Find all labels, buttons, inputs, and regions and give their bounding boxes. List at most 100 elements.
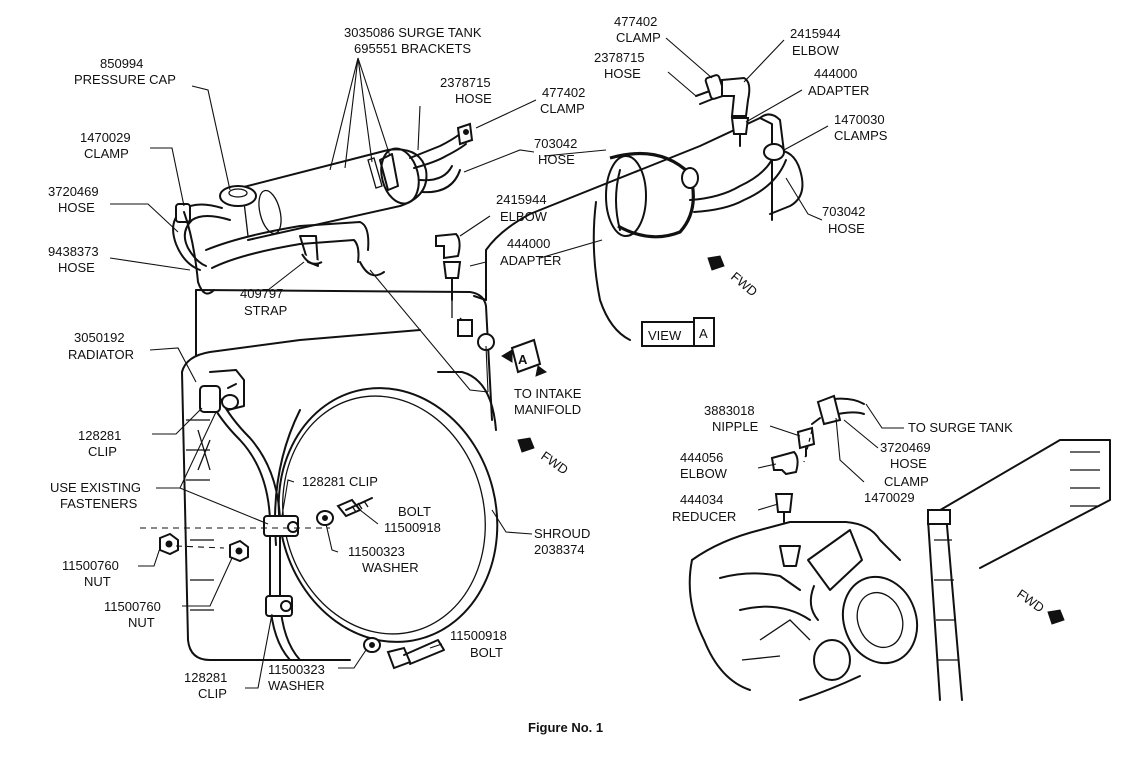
clip-128281-upper-left bbox=[199, 385, 239, 413]
label-brackets: 695551 BRACKETS bbox=[354, 41, 471, 56]
label-elbow-444056-num: 444056 bbox=[680, 450, 723, 465]
label-clamp-1470029-right-2: 1470029 bbox=[864, 490, 915, 505]
view-box-text: VIEW bbox=[648, 328, 682, 343]
label-clamp-477402-top: CLAMP bbox=[616, 30, 661, 45]
label-shroud-1: SHROUD bbox=[534, 526, 590, 541]
elbow-444056 bbox=[770, 450, 799, 476]
label-reducer: REDUCER bbox=[672, 509, 736, 524]
label-adapter-444000-top: ADAPTER bbox=[808, 83, 869, 98]
label-hose-2378715-top-num: 2378715 bbox=[594, 50, 645, 65]
radiator bbox=[181, 289, 493, 661]
clamps-1470030 bbox=[681, 143, 785, 189]
view-box-letter: A bbox=[699, 326, 708, 341]
label-clamps-1470030-num: 1470030 bbox=[834, 112, 885, 127]
view-a-radiator bbox=[927, 439, 1111, 701]
label-elbow-2415944-mid-num: 2415944 bbox=[496, 192, 547, 207]
hose-2378715-left bbox=[409, 133, 467, 194]
label-elbow-444056: ELBOW bbox=[680, 466, 728, 481]
label-elbow-2415944-mid: ELBOW bbox=[500, 209, 548, 224]
label-clamp-1470029-num: 1470029 bbox=[80, 130, 131, 145]
label-bolt-lower-num: 11500918 bbox=[450, 628, 507, 643]
label-strap-num: 409797 bbox=[240, 286, 283, 301]
reducer-444034 bbox=[774, 493, 801, 567]
label-clamp-1470029: CLAMP bbox=[84, 146, 129, 161]
label-clamps-1470030: CLAMPS bbox=[834, 128, 888, 143]
label-elbow-2415944-top-num: 2415944 bbox=[790, 26, 841, 41]
label-radiator-num: 3050192 bbox=[74, 330, 125, 345]
label-nut-lower: NUT bbox=[128, 615, 155, 630]
fwd-label-3: FWD bbox=[1014, 586, 1047, 615]
label-intake-manifold-2: MANIFOLD bbox=[514, 402, 581, 417]
labels: 3035086 SURGE TANK 695551 BRACKETS 85099… bbox=[48, 14, 1047, 735]
label-hose-9438373-num: 9438373 bbox=[48, 244, 99, 259]
label-hose-703042-right-num: 703042 bbox=[822, 204, 865, 219]
label-surge-tank: 3035086 SURGE TANK bbox=[344, 25, 482, 40]
label-strap: STRAP bbox=[244, 303, 287, 318]
label-use-existing-2: FASTENERS bbox=[60, 496, 138, 511]
label-hose-703042-upper: HOSE bbox=[538, 152, 575, 167]
label-clip-128281-left: CLIP bbox=[88, 444, 117, 459]
label-hose-3720469: HOSE bbox=[58, 200, 95, 215]
label-nut-lower-num: 11500760 bbox=[104, 599, 161, 614]
fwd-arrow-3 bbox=[1047, 609, 1065, 625]
strap-409797 bbox=[299, 235, 323, 267]
label-nut-upper: NUT bbox=[84, 574, 111, 589]
label-clip-128281-low: CLIP bbox=[198, 686, 227, 701]
label-nipple: NIPPLE bbox=[712, 419, 759, 434]
view-box: VIEW A bbox=[641, 317, 715, 347]
view-a-hose bbox=[816, 394, 865, 426]
label-hose-2378715-left: HOSE bbox=[455, 91, 492, 106]
leader-lines bbox=[109, 37, 904, 689]
washer-lower bbox=[363, 637, 381, 653]
elbow-2415944-top bbox=[721, 76, 751, 117]
label-pressure-cap-num: 850994 bbox=[100, 56, 143, 71]
nut-lower bbox=[229, 539, 249, 563]
label-intake-manifold-1: TO INTAKE bbox=[514, 386, 582, 401]
label-washer-upper-1: 11500323 bbox=[348, 544, 405, 559]
label-use-existing-1: USE EXISTING bbox=[50, 480, 141, 495]
label-clamp-477402-left-num: 477402 bbox=[542, 85, 585, 100]
label-hose-3720469-right: HOSE bbox=[890, 456, 927, 471]
washer-upper bbox=[316, 510, 334, 526]
label-adapter-444000-mid-num: 444000 bbox=[507, 236, 550, 251]
label-bolt-upper-1: BOLT bbox=[398, 504, 431, 519]
label-hose-9438373: HOSE bbox=[58, 260, 95, 275]
label-radiator: RADIATOR bbox=[68, 347, 134, 362]
fwd-label-1: FWD bbox=[728, 269, 760, 300]
label-nipple-num: 3883018 bbox=[704, 403, 755, 418]
hose-9438373 bbox=[183, 211, 385, 295]
adapter-444000-top bbox=[730, 117, 750, 147]
label-adapter-444000-mid: ADAPTER bbox=[500, 253, 561, 268]
pressure-cap bbox=[219, 185, 257, 207]
label-hose-703042-right: HOSE bbox=[828, 221, 865, 236]
label-clip-128281-left-num: 128281 bbox=[78, 428, 121, 443]
label-washer-upper-2: WASHER bbox=[362, 560, 419, 575]
surge-tank bbox=[231, 147, 428, 241]
label-hose-703042-upper-num: 703042 bbox=[534, 136, 577, 151]
nipple-3883018 bbox=[796, 417, 821, 463]
clip-128281-low bbox=[265, 595, 293, 617]
label-clamp-477402-left: CLAMP bbox=[540, 101, 585, 116]
label-shroud-2: 2038374 bbox=[534, 542, 585, 557]
figure-caption: Figure No. 1 bbox=[528, 720, 603, 735]
label-washer-lower-num: 11500323 bbox=[268, 662, 325, 677]
label-washer-lower: WASHER bbox=[268, 678, 325, 693]
label-clip-128281-mid: 128281 CLIP bbox=[302, 474, 378, 489]
label-to-surge-tank: TO SURGE TANK bbox=[908, 420, 1013, 435]
fwd-label-2: FWD bbox=[538, 448, 571, 477]
label-hose-2378715-top: HOSE bbox=[604, 66, 641, 81]
label-clamp-1470029-right-1: CLAMP bbox=[884, 474, 929, 489]
nut-upper bbox=[159, 532, 179, 556]
view-a-marker: A bbox=[501, 338, 548, 377]
clip-128281-mid bbox=[263, 515, 299, 537]
fwd-arrow-2 bbox=[517, 437, 535, 453]
label-hose-2378715-left-num: 2378715 bbox=[440, 75, 491, 90]
clamp-477402-left bbox=[456, 122, 474, 146]
label-adapter-444000-top-num: 444000 bbox=[814, 66, 857, 81]
elbow-2415944-mid bbox=[435, 232, 461, 260]
bolt-upper bbox=[336, 497, 373, 518]
view-a-engine bbox=[688, 521, 919, 701]
view-marker-letter: A bbox=[518, 352, 528, 367]
label-hose-3720469-right-num: 3720469 bbox=[880, 440, 931, 455]
